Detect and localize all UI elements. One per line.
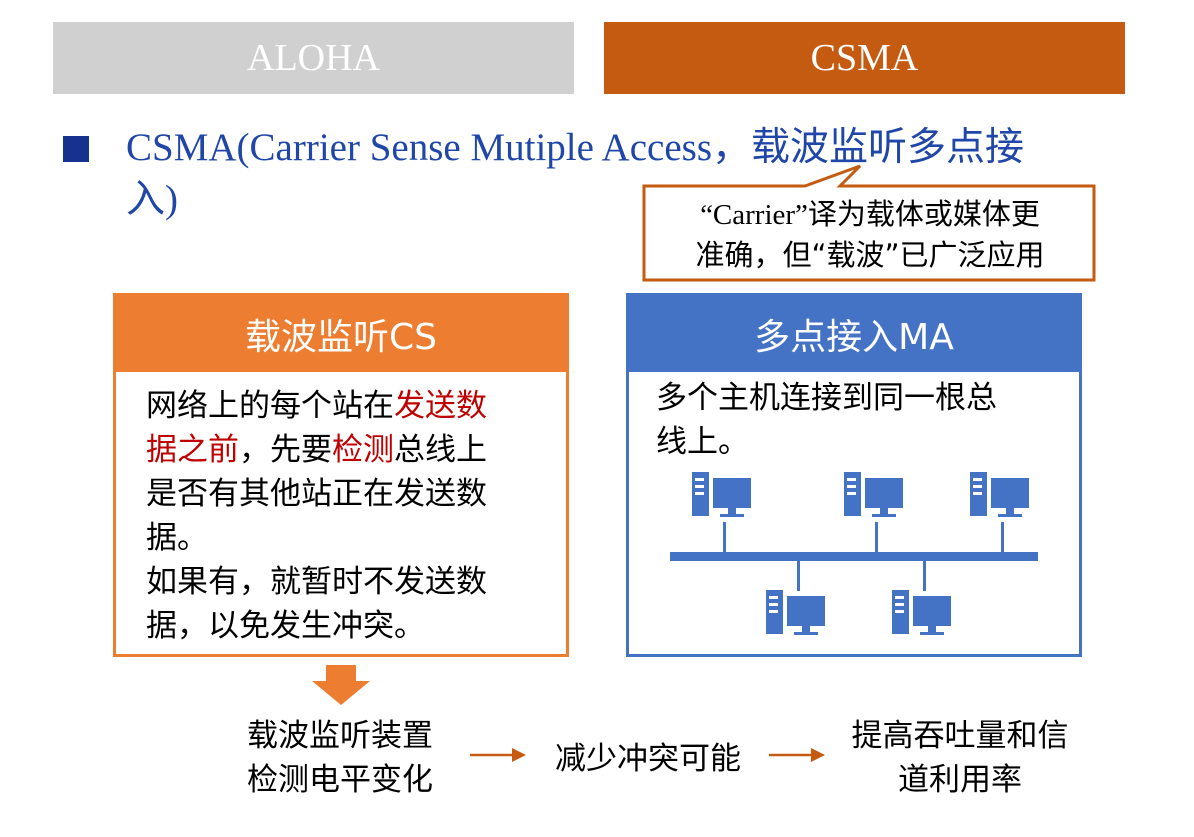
flow-step-throughput-line2: 道利用率	[898, 762, 1022, 798]
computer-icon	[892, 590, 951, 635]
cs-line-3: 是否有其他站正在发送数	[146, 476, 487, 512]
tab-csma-label: CSMA	[810, 37, 919, 79]
computer-icon	[766, 590, 825, 635]
cs-text: ，先要	[239, 432, 332, 468]
right-arrow-icon	[470, 748, 526, 762]
callout-text-line2: 准确，但“载波”已广泛应用	[695, 238, 1045, 272]
cs-highlight: 检测	[332, 432, 394, 468]
tab-aloha[interactable]: ALOHA	[53, 22, 574, 94]
flow-step-reduce: 减少冲突可能	[555, 741, 741, 777]
computer-icon	[692, 472, 751, 517]
down-arrow-icon	[312, 665, 370, 705]
cs-line-6: 据，以免发生冲突。	[146, 608, 425, 644]
computer-icon	[844, 472, 903, 517]
cs-highlight: 据之前	[146, 432, 239, 468]
flow-step-detect-line2: 检测电平变化	[247, 762, 433, 798]
ma-line-1: 多个主机连接到同一根总	[656, 380, 997, 416]
carrier-sense-header: 载波监听CS	[116, 296, 566, 372]
cs-line-4: 据。	[146, 520, 208, 556]
drop-line	[875, 522, 878, 552]
bus-line	[670, 552, 1038, 561]
computer-icon	[970, 472, 1029, 517]
drop-line	[797, 561, 800, 591]
multiple-access-description: 多个主机连接到同一根总 线上。	[656, 376, 1066, 464]
tab-aloha-label: ALOHA	[247, 37, 380, 79]
cs-line-1: 网络上的每个站在发送数	[146, 384, 546, 428]
carrier-sense-card: 载波监听CS 网络上的每个站在发送数 据之前，先要检测总线上 是否有其他站正在发…	[113, 293, 569, 657]
cs-text: 总线上	[394, 432, 487, 468]
multiple-access-header: 多点接入MA	[629, 296, 1079, 372]
cs-text: 网络上的每个站在	[146, 388, 394, 424]
tab-csma[interactable]: CSMA	[604, 22, 1125, 94]
page-title-continued: 入)	[126, 178, 178, 221]
carrier-sense-description: 网络上的每个站在发送数 据之前，先要检测总线上 是否有其他站正在发送数 据。 如…	[146, 384, 546, 648]
cs-highlight: 发送数	[394, 388, 487, 424]
carrier-sense-title: 载波监听CS	[245, 317, 437, 358]
cs-line-5: 如果有，就暂时不发送数	[146, 564, 487, 600]
ma-line-2: 线上。	[656, 424, 749, 460]
right-arrow-icon	[769, 748, 825, 762]
cs-line-2: 据之前，先要检测总线上	[146, 428, 546, 472]
multiple-access-title: 多点接入MA	[754, 317, 954, 358]
flow-step-throughput: 提高吞吐量和信 道利用率	[820, 714, 1100, 802]
drop-line	[723, 522, 726, 552]
drop-line	[923, 561, 926, 591]
bus-network-diagram	[670, 472, 1038, 635]
page-title: CSMA(Carrier Sense Mutiple Access，载波监听多点…	[126, 126, 1024, 169]
flow-step-throughput-line1: 提高吞吐量和信	[851, 718, 1069, 754]
callout-bubble	[642, 164, 1096, 282]
callout-text-line1: “Carrier”译为载体或媒体更	[700, 199, 1040, 231]
flow-step-detect-line1: 载波监听装置	[247, 718, 433, 754]
bullet-square-icon	[63, 136, 89, 162]
drop-line	[1001, 522, 1004, 552]
flow-step-detect: 载波监听装置 检测电平变化	[215, 714, 465, 802]
